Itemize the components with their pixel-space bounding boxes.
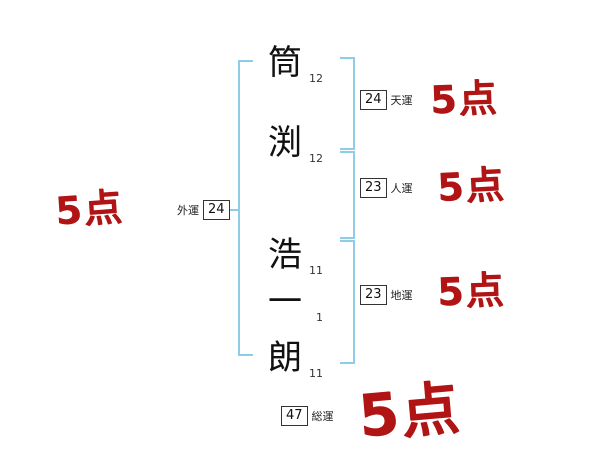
outer-luck-score-mark: 5点 [53, 184, 126, 234]
person-luck-label: 23 人運 [360, 178, 413, 198]
name-char-5: 朗 11 [263, 338, 323, 379]
name-char-3: 浩 11 [263, 235, 323, 276]
heaven-luck-bracket [340, 57, 355, 150]
outer-luck-name: 外運 [177, 204, 199, 217]
person-luck-value-box: 23 [360, 178, 387, 198]
total-luck-score-mark: 5点 [355, 373, 464, 451]
person-luck-score-mark: 5点 [436, 162, 507, 210]
stroke-count-2: 12 [309, 152, 323, 165]
name-char-4: 一 1 [263, 282, 323, 323]
earth-luck-label: 23 地運 [360, 285, 413, 305]
total-luck-label: 47 総運 [281, 406, 334, 426]
outer-luck-bracket [238, 60, 253, 356]
name-char-glyph: 渕 [268, 123, 302, 163]
name-char-2: 渕 12 [263, 123, 323, 164]
total-luck-value-box: 47 [281, 406, 308, 426]
name-char-glyph: 朗 [268, 338, 302, 378]
earth-luck-value-box: 23 [360, 285, 387, 305]
heaven-luck-score-mark: 5点 [429, 75, 500, 123]
person-luck-bracket [340, 151, 355, 239]
stroke-count-5: 11 [309, 367, 323, 380]
outer-luck-label: 外運 24 [177, 200, 230, 220]
earth-luck-bracket [340, 240, 355, 364]
name-char-glyph: 浩 [268, 235, 302, 275]
heaven-luck-name: 天運 [390, 94, 413, 107]
name-char-1: 筒 12 [263, 43, 323, 84]
name-char-glyph: 筒 [268, 43, 302, 83]
name-char-glyph: 一 [268, 282, 302, 322]
heaven-luck-label: 24 天運 [360, 90, 413, 110]
earth-luck-name: 地運 [390, 289, 413, 302]
outer-luck-value-box: 24 [203, 200, 230, 220]
stroke-count-4: 1 [316, 311, 323, 324]
earth-luck-score-mark: 5点 [436, 267, 507, 315]
heaven-luck-value-box: 24 [360, 90, 387, 110]
stroke-count-1: 12 [309, 72, 323, 85]
person-luck-name: 人運 [390, 182, 413, 195]
stroke-count-3: 11 [309, 264, 323, 277]
total-luck-name: 総運 [311, 410, 334, 423]
outer-luck-bracket-tick [230, 209, 239, 211]
